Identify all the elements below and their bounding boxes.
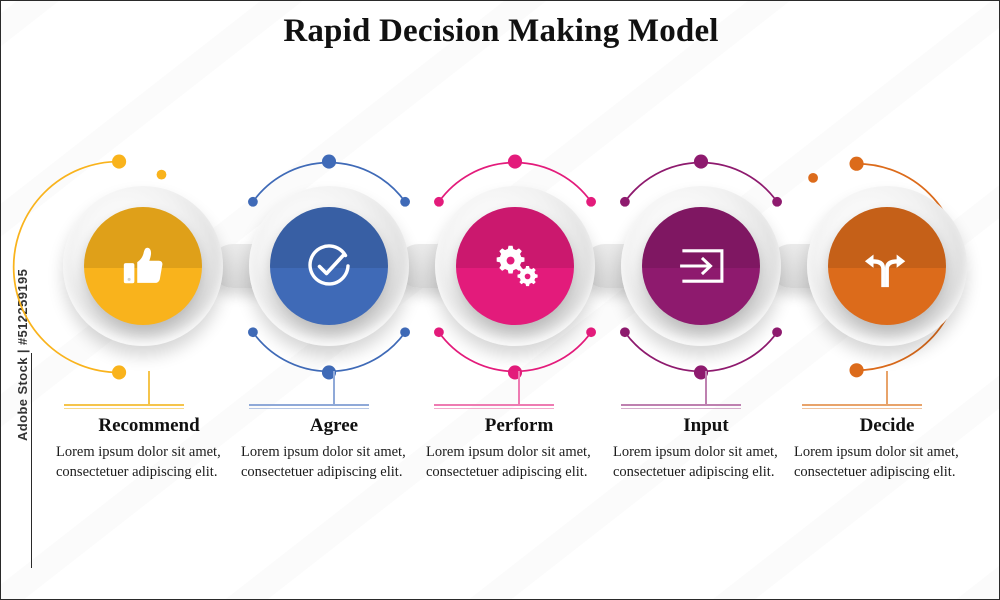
caption-connector — [794, 371, 980, 411]
node-disc-recommend[interactable] — [84, 207, 202, 325]
caption-agree: Agree Lorem ipsum dolor sit amet, consec… — [241, 371, 427, 482]
node-disc-decide[interactable] — [828, 207, 946, 325]
disc-shade — [828, 207, 946, 269]
gears-icon — [456, 207, 574, 325]
disc-shade — [270, 207, 388, 269]
caption-connector — [241, 371, 427, 411]
caption-connector — [56, 371, 242, 411]
caption-heading: Decide — [859, 415, 915, 436]
caption-connector — [613, 371, 799, 411]
process-node-input[interactable] — [601, 154, 837, 380]
thumbs-up-icon — [84, 207, 202, 325]
caption-recommend: Recommend Lorem ipsum dolor sit amet, co… — [56, 371, 242, 482]
caption-heading: Agree — [309, 415, 359, 436]
check-circle-icon — [270, 207, 388, 325]
page-title: Rapid Decision Making Model — [283, 13, 719, 49]
caption-decide: Decide Lorem ipsum dolor sit amet, conse… — [794, 371, 980, 482]
caption-body: Lorem ipsum dolor sit amet, consectetuer… — [56, 444, 221, 480]
disc-shade — [642, 207, 760, 269]
caption-input: Input Lorem ipsum dolor sit amet, consec… — [613, 371, 799, 482]
caption-body: Lorem ipsum dolor sit amet, consectetuer… — [794, 444, 959, 480]
process-node-decide[interactable] — [787, 156, 987, 378]
node-disc-agree[interactable] — [270, 207, 388, 325]
node-disc-input[interactable] — [642, 207, 760, 325]
caption-heading: Recommend — [98, 415, 200, 436]
process-node-agree[interactable] — [229, 154, 465, 380]
credit-divider — [31, 353, 32, 568]
caption-body: Lorem ipsum dolor sit amet, consectetuer… — [613, 444, 778, 480]
input-arrow-icon — [642, 207, 760, 325]
node-disc-perform[interactable] — [456, 207, 574, 325]
caption-body: Lorem ipsum dolor sit amet, consectetuer… — [426, 444, 591, 480]
caption-body: Lorem ipsum dolor sit amet, consectetuer… — [241, 444, 406, 480]
caption-connector — [426, 371, 612, 411]
road-fork-icon — [828, 207, 946, 325]
caption-heading: Input — [683, 415, 729, 436]
process-node-recommend[interactable] — [12, 154, 279, 380]
caption-perform: Perform Lorem ipsum dolor sit amet, cons… — [426, 371, 612, 482]
process-chain — [1, 154, 1000, 380]
process-node-perform[interactable] — [415, 154, 651, 380]
caption-heading: Perform — [484, 415, 554, 436]
